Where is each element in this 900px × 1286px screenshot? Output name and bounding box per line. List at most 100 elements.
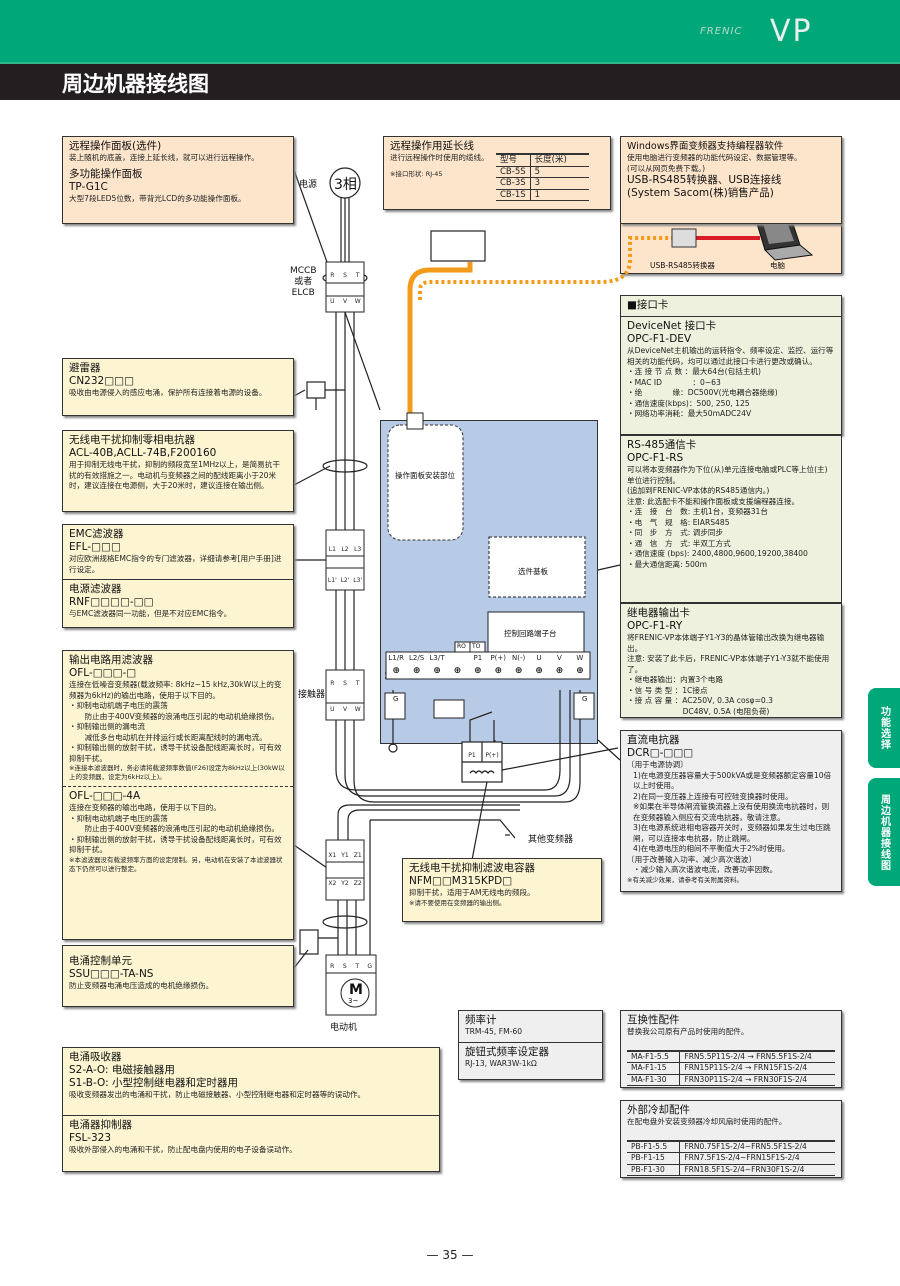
lightning-arrester-box: 避雷器 CN232□□□ 吸收由电源侵入的感应电涌，保护所有连接着电源的设备。 <box>62 358 294 416</box>
surge-control-title: 电涌控制单元 <box>69 955 132 967</box>
table-cell: CB-3S <box>496 177 531 190</box>
side-tab-wiring-diagram[interactable]: 周边机器接线图 <box>868 778 900 886</box>
absorber-line1: S2-A-O: 电磁接触器用 <box>69 1064 175 1076</box>
dcr-item: 2)在同一变压器上连接有可控硅变换器时使用。 <box>633 791 793 801</box>
ofl-item: ・抑制输出侧的放射干扰，诱导干扰设备配线距离长时，可有效抑制干扰。 <box>69 743 282 763</box>
header-banner <box>0 0 900 62</box>
option-board-label: 选件基板 <box>518 567 548 576</box>
mccb-label-line: ELCB <box>291 288 315 298</box>
terminal-label: L2 <box>341 546 349 553</box>
table-cell: PB-F1-15 <box>627 1152 680 1165</box>
terminal-label: U <box>330 706 335 713</box>
cable-desc: 进行远程操作时使用的缆线。 <box>390 153 489 162</box>
dcr-model: DCR□-□□□ <box>627 747 694 759</box>
remote-panel-desc: 装上随机的底盖，连接上延长线，就可以进行远程操作。 <box>69 153 259 162</box>
ofl-xyz1-labels: X1 Y1 Z1 <box>326 852 364 859</box>
zero-phase-title: 无线电干扰抑制零相电抗器 <box>69 434 195 446</box>
rs485-title: RS-485通信卡 <box>627 439 697 451</box>
terminal-label: L2' <box>340 577 350 584</box>
compat-title: 互换性配件 <box>627 1014 680 1026</box>
mccb-label-line: 或者 <box>294 277 313 287</box>
terminal-label: U <box>330 298 335 305</box>
terminal-label: U <box>536 654 542 662</box>
software-title: Windows界面变频器支持编程器软件 <box>627 141 784 152</box>
brand-logo: VP <box>770 14 813 49</box>
mccb-rst-labels: R S T <box>326 272 364 279</box>
terminal-label: L1 <box>328 546 336 553</box>
freq-meter-model: TRM-45, FM-60 <box>465 1027 523 1036</box>
devicenet-card-box: ■接口卡 DeviceNet 接口卡 OPC-F1-DEV 从DeviceNet… <box>620 295 842 435</box>
devicenet-spec: ・网络功率消耗：最大50mADC24V <box>627 409 752 418</box>
terminal-label: W <box>354 706 361 713</box>
contactor-label: 接触器 <box>298 690 326 700</box>
phase-label: 3相 <box>334 177 357 193</box>
cooling-desc: 在配电盘外安装变频器冷却风扇时使用的配件。 <box>627 1117 787 1126</box>
nfm-title: 无线电干扰抑制滤波电容器 <box>409 862 535 874</box>
power-label: 电源 <box>299 180 318 190</box>
table-cell: FRN0.75F1S-2/4~FRN5.5F1S-2/4 <box>679 1139 835 1153</box>
absorber-desc: 吸收变频器发出的电涌和干扰，防止电磁接触器、小型控制继电器和定时器等的误动作。 <box>69 1090 366 1099</box>
contactor-uvw-labels: U V W <box>326 706 364 713</box>
ofl-item: 减低多台电动机在并排运行或长距离配线时的漏电流。 <box>77 732 267 742</box>
suppressor-title: 电涌器抑制器 <box>69 1118 132 1131</box>
devicenet-model: OPC-F1-DEV <box>627 333 692 345</box>
devicenet-spec: ・MAC ID ：0~63 <box>627 377 721 387</box>
table-cell: 5 <box>529 166 589 178</box>
table-cell: FRN7.5F1S-2/4~FRN15F1S-2/4 <box>679 1152 835 1165</box>
surge-control-box: 电涌控制单元 SSU□□□-TA-NS 防止变频器电涌电压造成的电机绝缘损伤。 <box>62 945 294 1007</box>
table-cell: MA-F1-30 <box>627 1074 680 1086</box>
emc-desc: 对应欧洲规格EMC指令的专门滤波器，详细请参考[用户手册]进行设定。 <box>69 554 282 574</box>
terminal-label: W <box>354 298 361 305</box>
control-terminal-label: 控制回路端子台 <box>504 629 557 638</box>
terminal-label: Y1 <box>341 852 349 859</box>
absorber-title: 电涌吸收器 <box>69 1051 122 1063</box>
software-desc: 使用电脑进行变频器的功能代码设定、数据管理等。 <box>627 153 802 162</box>
nfm-capacitor-box: 无线电干扰抑制滤波电容器 NFM□□M315KPD□ 抑制干扰，适用于AM无线电… <box>402 858 602 922</box>
rs485-desc2: (追加到FRENIC-VP本体的RS485通信内。) <box>627 486 770 495</box>
arrester-desc: 吸收由电源侵入的感应电涌，保护所有连接着电源的设备。 <box>69 388 267 397</box>
terminal-label: X1 <box>328 852 337 859</box>
motor-label: 电动机 <box>330 1023 358 1033</box>
mccb-label-line: MCCB <box>290 266 317 276</box>
relay-spec: ・接 点 容 量 ：AC250V, 0.3A cosφ=0.3 <box>627 696 774 705</box>
freq-meter-title: 频率计 <box>465 1014 497 1026</box>
motor-symbol: M <box>349 982 363 998</box>
dcr-title: 直流电抗器 <box>627 734 680 746</box>
relay-spec: ・信 号 类 型 ：1C接点 <box>627 685 708 695</box>
terminal-label: V <box>342 706 348 713</box>
dcr-item: 1)在电源变压器容量大于500kVA或是变频器额定容量10倍以上时使用。 <box>633 770 832 791</box>
ofl-title: 输出电路用滤波器 <box>69 654 153 666</box>
page-number: — 35 — <box>426 1248 474 1262</box>
table-cell: FRN18.5F1S-2/4~FRN30F1S-2/4 <box>679 1164 835 1176</box>
cable-note: ※接口形状: RJ-45 <box>390 169 443 178</box>
surge-absorber-box: 电涌吸收器 S2-A-O: 电磁接触器用 S1-B-O: 小型控制继电器和定时器… <box>62 1047 440 1172</box>
ground-label-right: G <box>582 695 588 703</box>
rs485-spec: ・通信速度 (bps): 2400,4800,9600,19200,38400 <box>627 549 808 558</box>
ofl4a-desc: 连接在变频器的输出电路，使用于以下目的。 <box>69 803 221 812</box>
terminal-label: S <box>342 963 347 970</box>
terminal-label: G <box>367 963 373 970</box>
software-box: Windows界面变频器支持编程器软件 使用电脑进行变频器的功能代码设定、数据管… <box>620 136 842 224</box>
terminal-label <box>447 654 467 662</box>
absorber-line2: S1-B-O: 小型控制继电器和定时器用 <box>69 1077 238 1089</box>
terminal-label: R <box>330 272 335 279</box>
software-desc2: (可以从网页免费下载。) <box>627 163 706 173</box>
power-filter-model: RNF□□□□-□□ <box>69 596 154 608</box>
table-cell: CB-5S <box>496 166 531 178</box>
freq-setter-model: RJ-13, WAR3W-1kΩ <box>465 1058 537 1068</box>
multi-panel-title: 多功能操作面板 <box>69 167 143 180</box>
devicenet-desc: 从DeviceNet主机输出的运转指令、频率设定、监控、运行等相关的功能代码，均… <box>627 346 834 366</box>
suppressor-model: FSL-323 <box>69 1131 112 1144</box>
relay-desc: 将FRENIC-VP本体端子Y1-Y3的晶体管输出改换为继电器输出。 <box>627 633 825 653</box>
terminal-label: T <box>355 272 360 279</box>
side-tab-function-select[interactable]: 功能选择 <box>868 688 900 768</box>
ofl4a-item: ・抑制电动机端子电压的震荡 <box>69 813 168 823</box>
terminal-label: L3 <box>354 546 362 553</box>
table-cell: FRN15P11S-2/4 → FRN15F1S-2/4 <box>679 1062 835 1075</box>
contactor-rst-labels: R S T <box>326 680 364 687</box>
